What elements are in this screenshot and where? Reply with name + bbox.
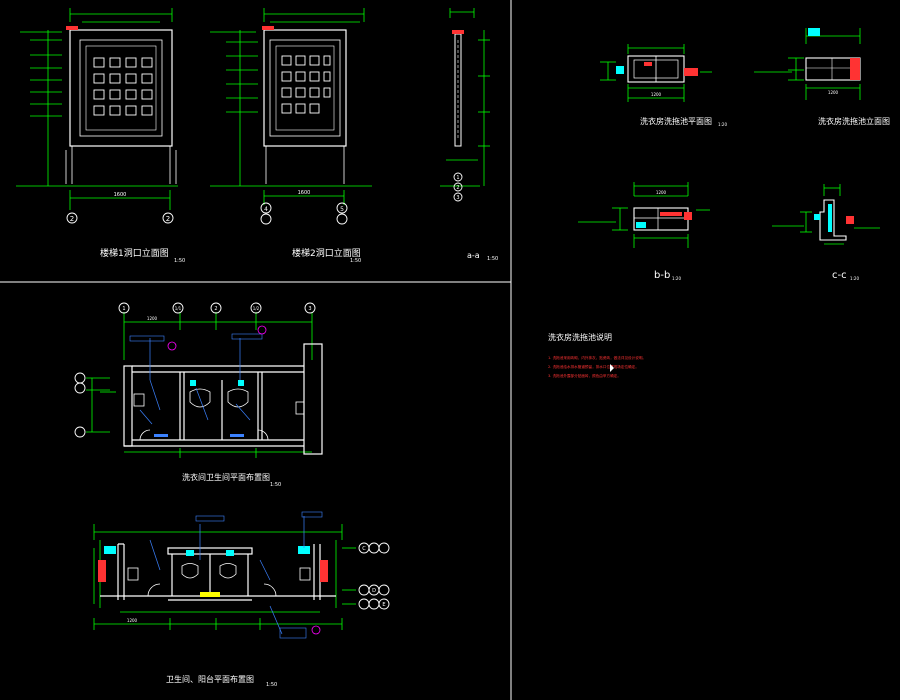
elevation-2: 4 5 1600 楼梯2洞口立面图 1:50: [210, 8, 372, 264]
sec-a-axis-2: 2: [456, 185, 459, 191]
note-item-3: 3. 洗拖池外露部分贴面砖，颜色由甲方确定。: [548, 373, 621, 378]
elevation-1: 2 2 1600 楼梯1洞口立面图 1:50: [16, 8, 185, 264]
plan1-dim: 1200: [147, 316, 158, 321]
cursor-arrow-icon: [610, 364, 614, 372]
basin-plan-dim: 1200: [651, 92, 662, 97]
plan2-axis-d: D: [372, 588, 376, 594]
basin-plan-title: 洗衣房洗拖池平面图: [640, 116, 712, 126]
elev1-title: 楼梯1洞口立面图: [100, 247, 169, 259]
plan2-axis-e: E: [382, 602, 385, 608]
elev1-scale: 1:50: [174, 258, 185, 264]
sec-a-axis-1: 1: [456, 175, 459, 181]
basin-elev-dim: 1200: [828, 90, 839, 95]
sec-a-scale: 1:50: [487, 256, 498, 262]
sec-c-title: c-c: [832, 270, 847, 281]
sec-c-scale: 1:20: [850, 276, 859, 281]
plan2-axis-c: C: [362, 546, 366, 552]
sec-b-title: b-b: [654, 270, 670, 281]
notes-block: 洗衣房洗拖池说明 1. 洗拖池采用砖砌，内外抹灰，贴瓷砖，做法详见设计说明。 2…: [548, 332, 646, 378]
plan1-axis-1: 1: [122, 306, 125, 312]
basin-elevation: 洗衣房洗拖池立面图 1200: [754, 28, 890, 126]
sec-a-axis-3: 3: [456, 195, 459, 201]
elev2-scale: 1:50: [350, 258, 361, 264]
notes-title: 洗衣房洗拖池说明: [548, 332, 612, 342]
sheet-frame: [0, 0, 512, 700]
basin-elev-title: 洗衣房洗拖池立面图: [818, 116, 890, 126]
elev2-dim: 1600: [298, 190, 311, 196]
basin-plan-scale: 1:20: [718, 122, 727, 127]
section-c-c: c-c 1:20: [772, 184, 880, 281]
plan1-axis-3: 2: [214, 306, 217, 312]
plan2-scale: 1:50: [266, 682, 277, 688]
elev2-axis-left: 4: [264, 206, 268, 213]
elev2-title: 楼梯2洞口立面图: [292, 247, 361, 259]
elev1-dim: 1600: [114, 192, 127, 198]
section-a-a: 1 2 3 a-a 1:50: [440, 8, 498, 262]
elev1-axis-right: 2: [166, 215, 170, 223]
plan2-title: 卫生间、阳台平面布置图: [166, 674, 254, 684]
sec-a-title: a-a: [467, 251, 480, 260]
elev2-axis-right: 5: [340, 206, 344, 213]
plan1-scale: 1:50: [270, 482, 281, 488]
plan1-title: 洗衣间卫生间平面布置图: [182, 472, 270, 482]
elev1-axis-left: 2: [70, 215, 74, 223]
basin-plan: 洗衣房洗拖池平面图 1:20 1200: [600, 44, 727, 127]
plan1-axis-4: 1/2: [253, 306, 260, 311]
plan1-axis-5: 3: [308, 306, 311, 312]
plan2-dim: 1200: [127, 618, 138, 623]
note-item-1: 1. 洗拖池采用砖砌，内外抹灰，贴瓷砖，做法详见设计说明。: [548, 355, 646, 360]
sec-b-scale: 1:20: [672, 276, 681, 281]
section-b-b: b-b 1:20 1200: [578, 182, 710, 281]
note-item-2: 2. 洗拖池给水排水管道预留，排水口位置现场定位确定。: [548, 364, 639, 369]
plan1-axis-2: 1/1: [175, 306, 182, 311]
plan-1: 1 1/1 2 1/2 3 1200 洗衣间卫生间平面布置图 1:50: [74, 302, 323, 488]
sec-b-dim: 1200: [656, 190, 667, 195]
plan-2: C D E 1200 卫生间、阳台平面布置图 1:50: [93, 511, 390, 688]
